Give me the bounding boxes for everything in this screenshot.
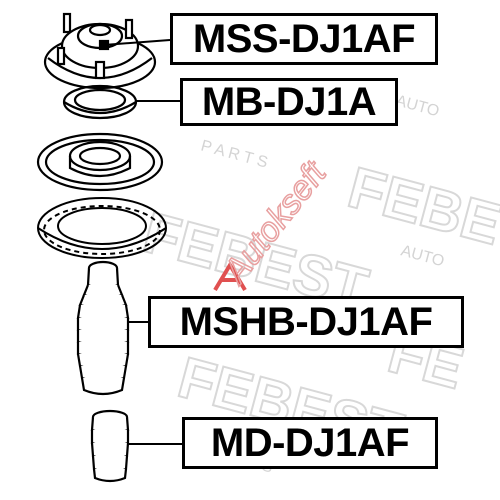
part-label-dust-boot: MSHB-DJ1AF — [148, 296, 464, 348]
dust-boot-drawing — [76, 260, 150, 396]
part-label-bearing: MB-DJ1A — [180, 78, 398, 126]
part-number-text: MD-DJ1AF — [210, 420, 410, 465]
part-number-text: MSS-DJ1AF — [192, 16, 416, 61]
strut-mount-drawing — [43, 12, 171, 90]
part-label-bump-stop: MD-DJ1AF — [182, 417, 438, 469]
svg-text:Autokseft: Autokseft — [215, 154, 334, 292]
spring-insulator-drawing — [37, 197, 167, 259]
overlay-logo-watermark: Autokseft — [213, 153, 335, 292]
bearing-drawing — [62, 84, 180, 120]
spring-seat-drawing — [36, 132, 164, 192]
part-number-text: MB-DJ1A — [201, 79, 377, 124]
bump-stop-drawing — [90, 409, 184, 483]
part-label-strut-mount: MSS-DJ1AF — [170, 13, 438, 65]
part-number-text: MSHB-DJ1AF — [179, 299, 433, 344]
